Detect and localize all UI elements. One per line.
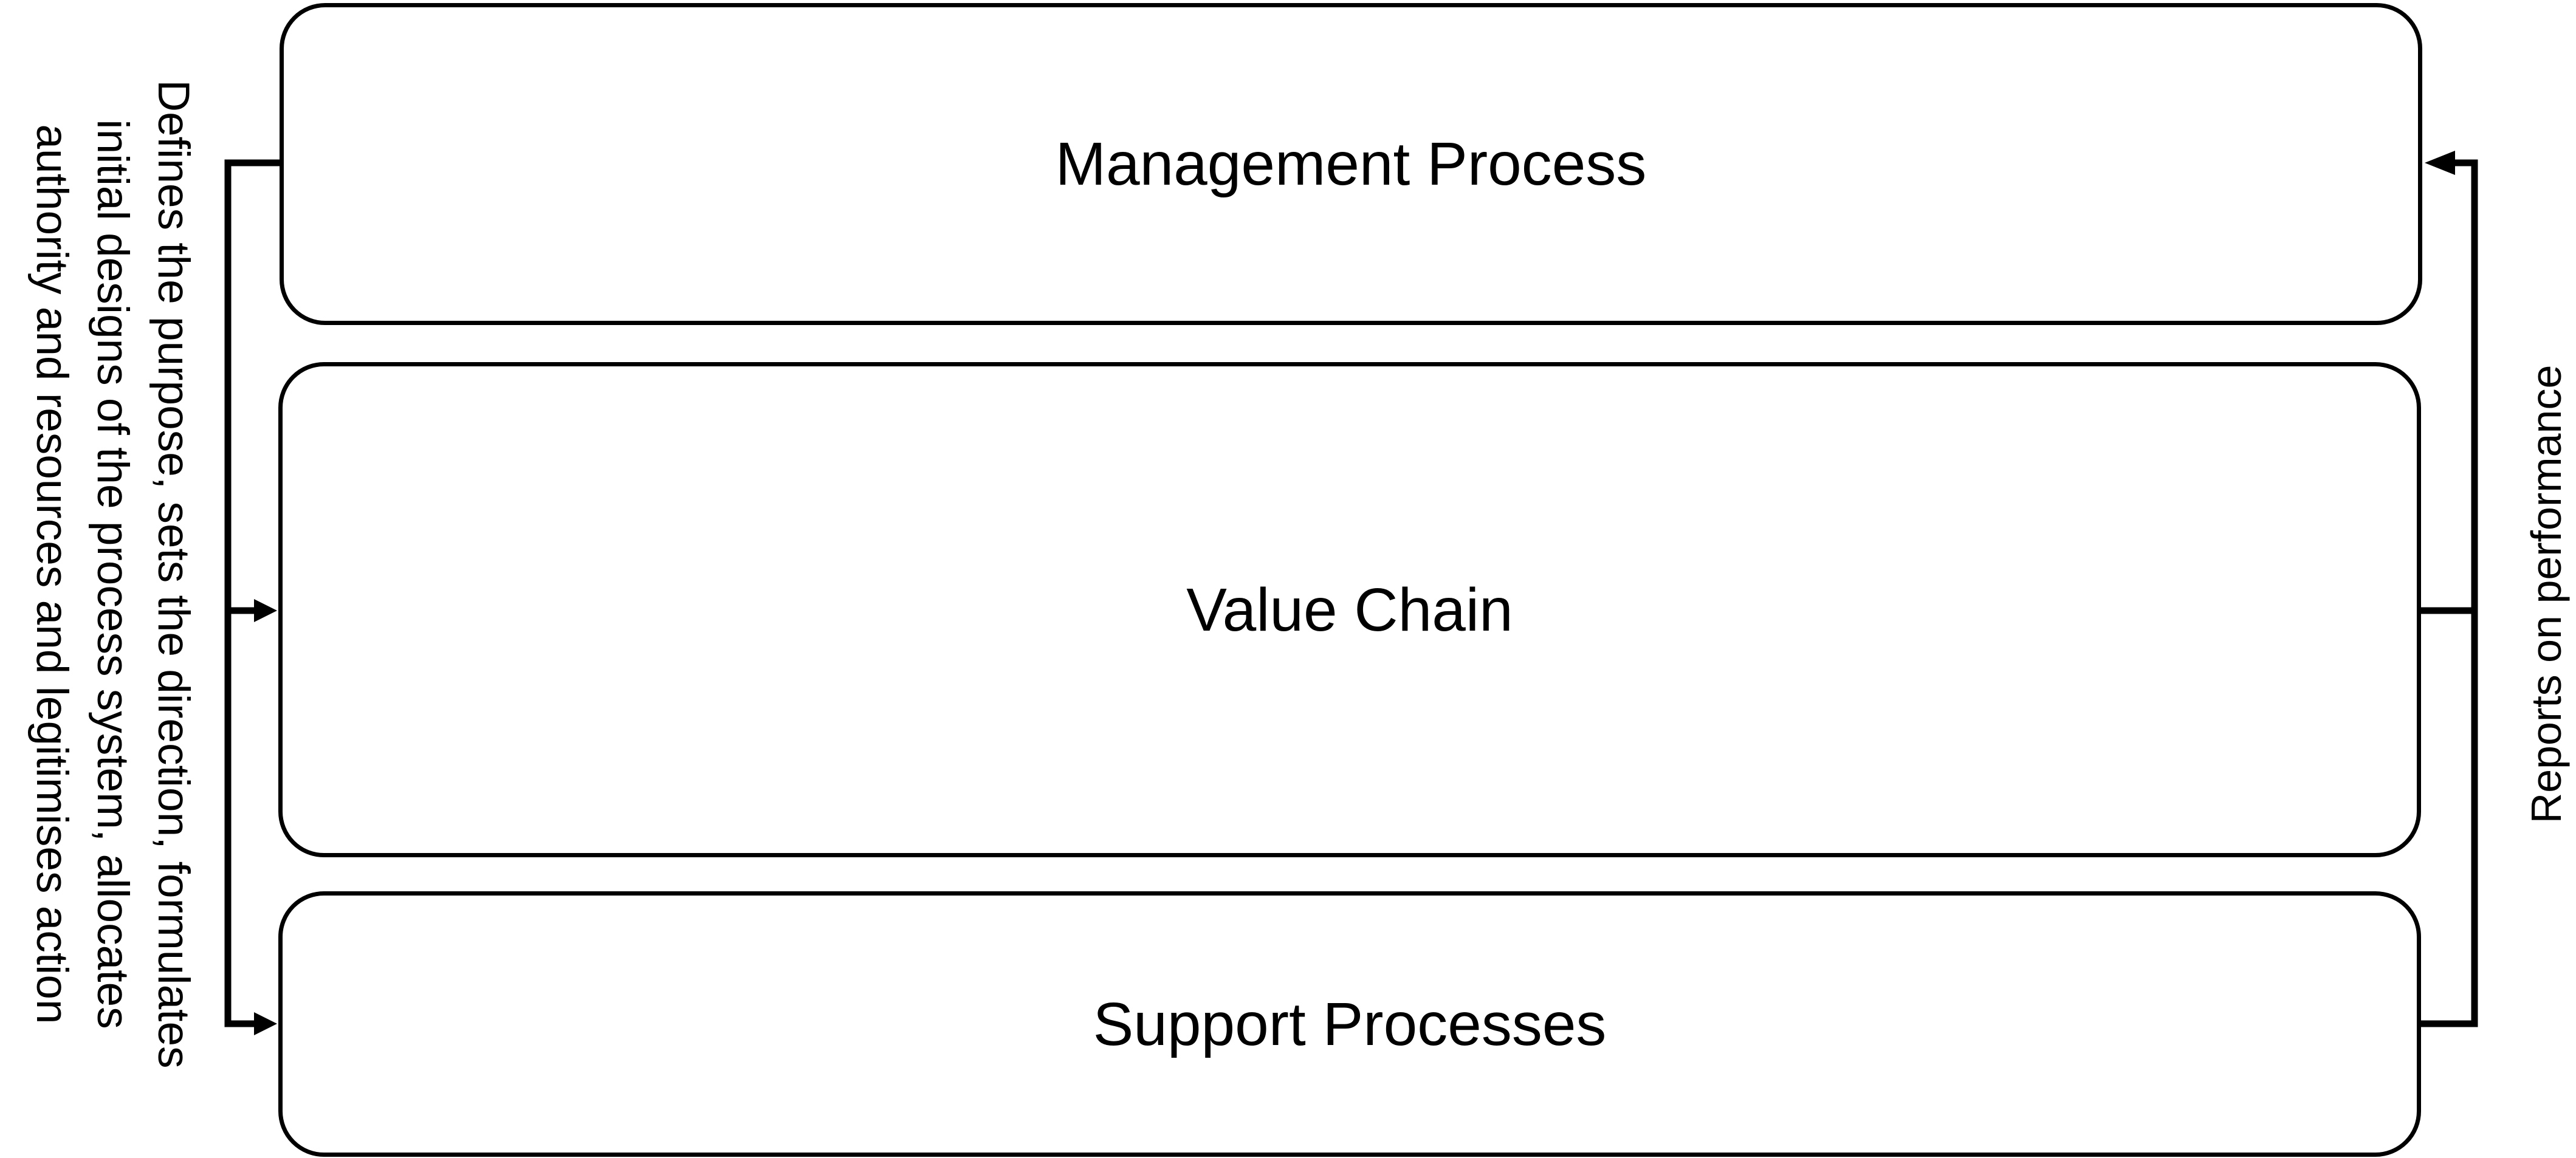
left-bracket-line xyxy=(224,159,280,1027)
left-annotation: Defines the purpose, sets the direction,… xyxy=(21,58,204,1091)
value-chain-label: Value Chain xyxy=(1186,575,1513,644)
support-processes-box: Support Processes xyxy=(278,891,2421,1157)
management-process-label: Management Process xyxy=(1055,130,1647,198)
arrowhead-to-support xyxy=(254,1012,277,1035)
management-process-box: Management Process xyxy=(280,3,2422,325)
value-chain-box: Value Chain xyxy=(278,362,2421,857)
left-annotation-line-1: Defines the purpose, sets the direction,… xyxy=(149,80,198,1069)
arrowhead-to-value-chain xyxy=(254,599,277,622)
right-bracket-line xyxy=(2421,159,2478,1027)
arrowhead-to-management xyxy=(2425,151,2455,175)
left-annotation-line-3: authority and resources and legitimises … xyxy=(27,124,77,1024)
support-processes-label: Support Processes xyxy=(1093,990,1607,1058)
left-annotation-line-2: initial designs of the process system, a… xyxy=(88,119,137,1029)
right-annotation: Reports on performance xyxy=(2523,365,2570,824)
